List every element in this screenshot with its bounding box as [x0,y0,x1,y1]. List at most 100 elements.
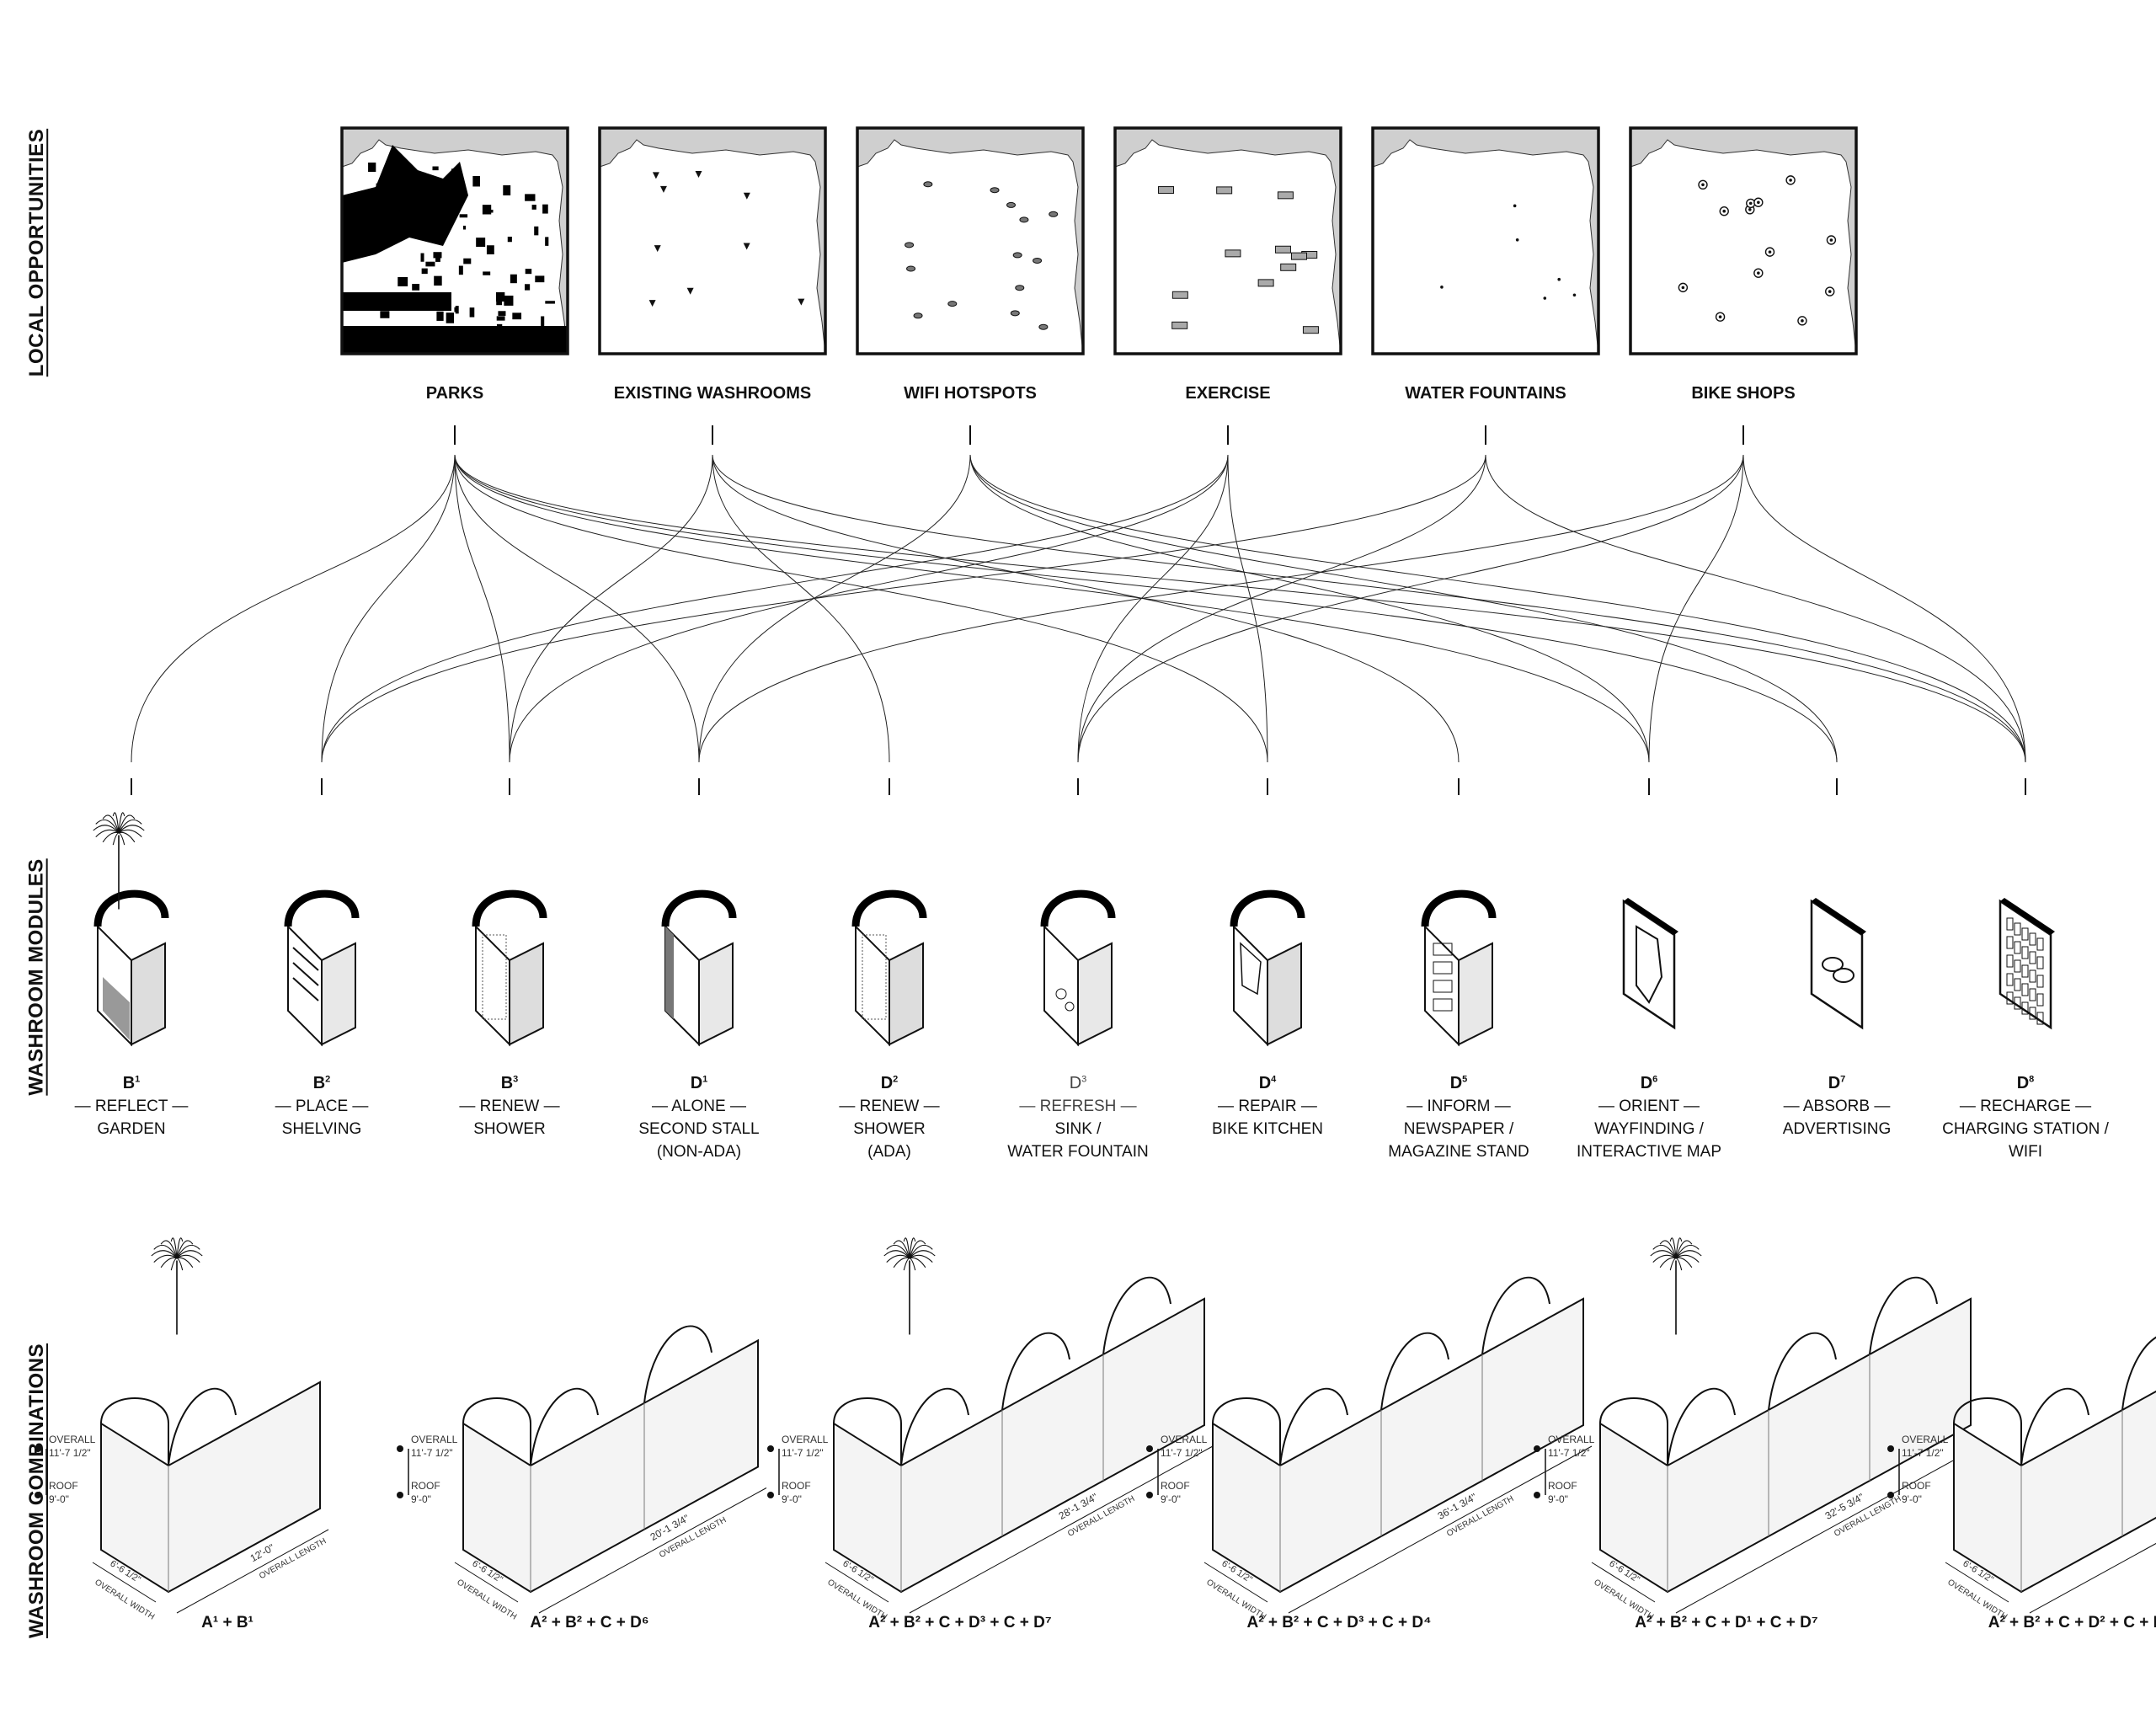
palm-frond [886,1254,910,1263]
overall-height-marker [35,1445,41,1452]
combination-body [1599,1297,1972,1594]
module-description: (ADA) [867,1142,911,1161]
combination-module-arch [2020,1387,2089,1466]
map-coastline [857,127,1084,355]
palm-frond [1669,1237,1677,1258]
shelving-module-icon [284,889,360,1047]
module-verb: — RENEW — [459,1097,560,1115]
fountain-marker [1515,238,1519,242]
width-dimension-line [1591,1562,1656,1603]
sink-basin [1065,1001,1075,1012]
wifi-marker [1033,257,1043,264]
overall-height-label: OVERALL [1902,1434,1949,1445]
magazine-slot [1433,998,1453,1012]
wifi-marker [905,242,915,248]
combination-label-1: A¹ + B¹ [201,1614,253,1632]
exercise-marker [1171,321,1188,329]
bike-shop-marker-dot [1828,290,1832,293]
roof-height-marker [1534,1492,1540,1498]
park-area [342,145,468,263]
panel-top-edge [1812,898,1866,935]
module-roof-arc [1421,889,1497,927]
palm-frond [170,1258,178,1271]
palm-frond [176,1250,203,1259]
palm-frond [883,1250,910,1259]
charging-cell [2036,1012,2044,1025]
fountain-marker [1440,286,1444,289]
tile-grid [862,934,887,1020]
palm-tree-icon [1650,1237,1702,1335]
roof-height-label: ROOF [782,1480,811,1492]
bike-shop-marker-dot [1801,319,1804,323]
connection-curve [712,454,890,763]
palm-frond [176,1254,200,1263]
module-description: SINK / [1054,1119,1102,1138]
map-frame [1629,126,1858,355]
module-code-index: 2 [893,1074,899,1084]
fountain-marker [1572,293,1577,297]
module-label-11: D8— RECHARGE —CHARGING STATION /WIFI [1929,1068,2122,1163]
charging-cell [2036,937,2044,951]
garden-module-icon [93,889,169,1047]
section-title-local-text: LOCAL OPPORTUNITIES [25,128,48,377]
combination-module-arch [1380,1332,1449,1411]
palm-frond [909,1258,916,1271]
map-panel-icon [1622,898,1678,1030]
park-patch [376,218,383,227]
charging-cell [2014,978,2021,991]
park-patch [403,222,408,227]
charging-cell [2029,988,2036,1001]
exercise-marker [1216,186,1233,195]
palm-frond [909,1254,933,1263]
fountain-marker [1543,296,1547,300]
overall-height-label: OVERALL [411,1434,458,1445]
palm-frond [118,829,142,838]
module-code: D1 [690,1073,708,1092]
park-patch [419,172,426,184]
map-coastline [1372,127,1599,355]
palm-frond [153,1254,178,1263]
shelf [292,947,319,971]
charging-cell [2036,975,2044,988]
panel-top-edge [2000,898,2055,935]
park-patch [545,237,549,246]
charging-cell [2014,959,2021,973]
connection-curve [1077,454,1744,763]
roof-height-label: ROOF [49,1480,78,1492]
washroom-marker [695,171,702,179]
module-verb: — ALONE — [652,1097,746,1115]
bike-shop-markers-map [1629,126,1858,355]
section-title-modules-text: WASHROOM MODULES [25,858,49,1096]
module-front-wall [1458,942,1493,1046]
map-background [1373,128,1598,354]
connection-curve [321,454,1229,763]
washroom-marker [743,192,750,200]
module-front-wall [889,942,924,1046]
park-patch [463,258,472,264]
gravel-bed [103,977,130,1040]
combination-label-2: A² + B² + C + D⁶ [530,1614,649,1632]
module-description: SHELVING [281,1119,362,1138]
palm-frond [160,1257,178,1268]
connection-curve [1077,454,1229,763]
charging-cell [2006,973,2014,986]
palm-frond [909,1250,936,1259]
connection-lines [131,454,2026,795]
exercise-marker [1291,252,1308,260]
width-dimension-line [454,1562,519,1603]
length-dimension-line [1288,1445,1593,1614]
palm-frond [903,1237,910,1258]
connection-curve [509,454,713,763]
advertising-panel-icon [1810,898,1866,1030]
charging-cell [2021,946,2029,959]
palm-frond [93,825,120,834]
module-code-index: 1 [135,1074,141,1084]
park-patch [433,252,442,259]
combination-module-arch [168,1387,237,1466]
module-code: D6 [1640,1073,1658,1092]
module-description: NEWSPAPER / [1403,1119,1514,1138]
bike-shop-marker-dot [1722,209,1726,213]
overall-height-marker [767,1445,774,1452]
connection-curve [509,454,1229,763]
